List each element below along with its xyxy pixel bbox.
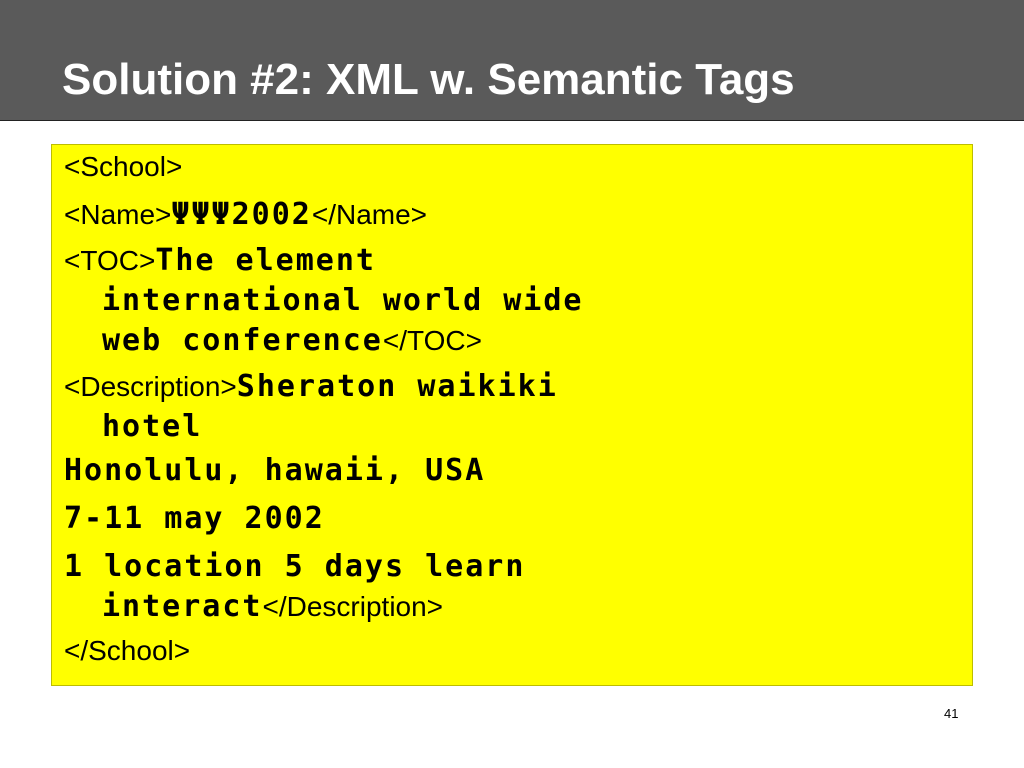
description-text-4: 7-11 may 2002	[64, 501, 325, 536]
description-open-tag: <Description>	[64, 371, 237, 402]
slide-title: Solution #2: XML w. Semantic Tags	[62, 55, 795, 104]
description-text-1: Sheraton waikiki	[236, 369, 558, 404]
school-open-tag: <School>	[64, 151, 183, 182]
toc-close-tag: </TOC>	[382, 325, 482, 356]
toc-line-1: <TOC>The element	[64, 243, 376, 278]
toc-line-2: international world wide	[102, 283, 583, 318]
description-line-5: 1 location 5 days learn	[64, 549, 525, 584]
description-line-6: interact</Description>	[102, 589, 443, 624]
toc-text-3: web conference	[102, 323, 383, 358]
content-box: <School> <Name>ΨΨΨ2002</Name> <TOC>The e…	[51, 144, 973, 686]
description-line-4: 7-11 may 2002	[64, 501, 325, 536]
toc-text-2: international world wide	[102, 283, 584, 318]
name-line: <Name>ΨΨΨ2002</Name>	[64, 197, 427, 232]
name-open-tag: <Name>	[64, 199, 172, 230]
name-text: ΨΨΨ2002	[171, 197, 312, 232]
page-number: 41	[944, 706, 959, 721]
description-line-2: hotel	[102, 409, 202, 444]
description-text-2: hotel	[102, 409, 203, 444]
description-line-1: <Description>Sheraton waikiki	[64, 369, 558, 404]
name-close-tag: </Name>	[311, 199, 428, 230]
description-text-6: interact	[102, 589, 263, 624]
toc-line-3: web conference</TOC>	[102, 323, 482, 358]
toc-open-tag: <TOC>	[64, 245, 156, 276]
description-text-3: Honolulu, hawaii, USA	[64, 453, 486, 488]
description-line-3: Honolulu, hawaii, USA	[64, 453, 485, 488]
description-text-5: 1 location 5 days learn	[64, 549, 526, 584]
school-open-line: <School>	[64, 151, 182, 183]
school-close-tag: </School>	[64, 635, 191, 666]
school-close-line: </School>	[64, 635, 190, 667]
toc-text-1: The element	[155, 243, 376, 278]
description-close-tag: </Description>	[262, 591, 444, 622]
title-bar: Solution #2: XML w. Semantic Tags	[0, 0, 1024, 121]
